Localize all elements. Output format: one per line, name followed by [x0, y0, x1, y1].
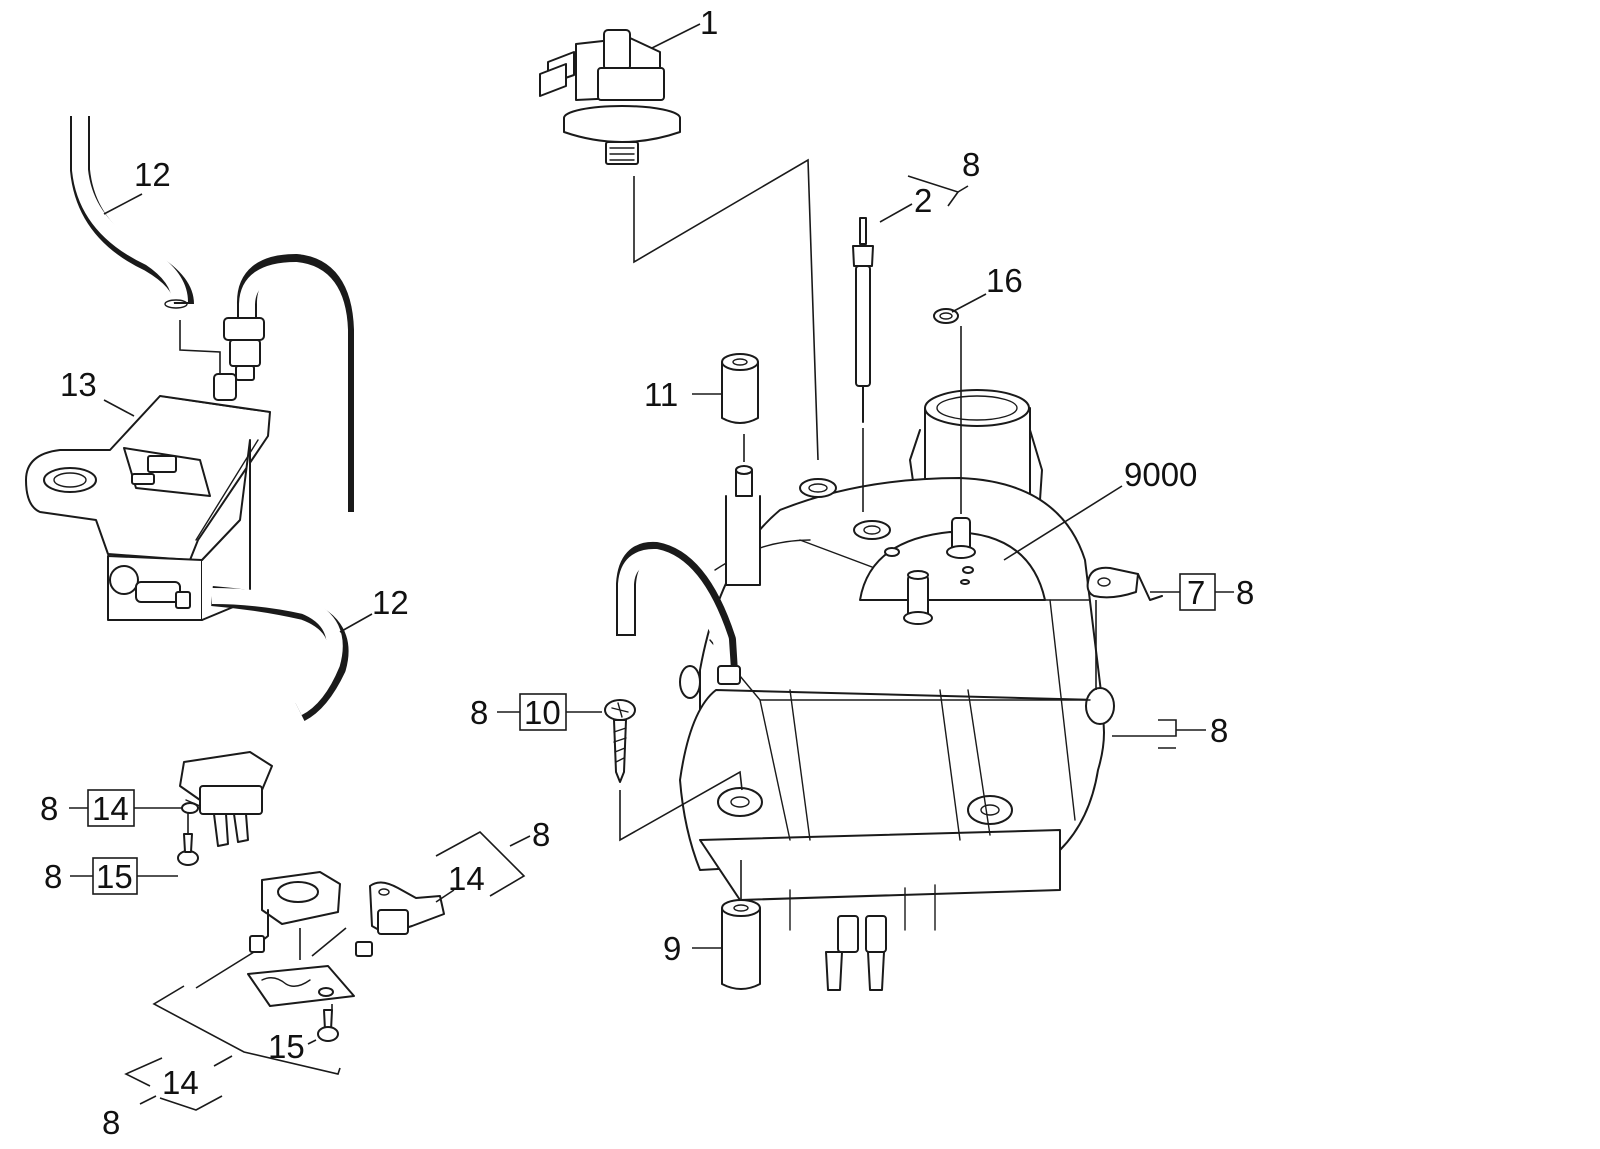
- screw-part-15-top: [177, 833, 199, 866]
- boiler-assembly-part-9000: [616, 389, 1115, 991]
- label-15-box: 15: [96, 858, 133, 895]
- thermostat-part-14-middle: [247, 871, 445, 1007]
- hose-part-12-bottom: [211, 586, 349, 721]
- label-7-ref: 8: [1236, 574, 1254, 611]
- screw-part-15-bottom: [317, 1009, 339, 1042]
- label-14-bottom: 14: [162, 1064, 199, 1101]
- level-probe-part-2: [852, 217, 874, 423]
- callout-labels: 1 8 2 16 11 9000 7 8 8 8 10 9 12 13 12 8…: [40, 4, 1254, 1141]
- label-14-mid: 14: [448, 860, 485, 897]
- label-12-top: 12: [134, 156, 171, 193]
- label-2-ref: 8: [962, 146, 980, 183]
- screw-part-10: [604, 699, 636, 783]
- label-14-mid-ref: 8: [532, 816, 550, 853]
- callout-boxes: [87, 573, 1216, 895]
- box-15: [92, 857, 138, 895]
- label-2: 2: [914, 182, 932, 219]
- label-14-bottom-ref: 8: [102, 1104, 120, 1141]
- bracket-part-7: [1086, 566, 1163, 601]
- label-7: 7: [1187, 574, 1205, 611]
- hose-part-12-top: [70, 116, 194, 309]
- label-9000: 9000: [1124, 456, 1197, 493]
- tube-with-connector: [213, 254, 354, 512]
- clip-part-16: [933, 308, 959, 324]
- box-10: [519, 693, 567, 731]
- label-9: 9: [663, 930, 681, 967]
- label-15-bottom: 15: [268, 1028, 305, 1065]
- label-15-box-ref: 8: [44, 858, 62, 895]
- label-11: 11: [644, 376, 678, 413]
- label-12-bottom: 12: [372, 584, 409, 621]
- label-cover-ref: 8: [1210, 712, 1228, 749]
- box-7: [1179, 573, 1216, 611]
- thermostat-part-14-top: [179, 751, 273, 847]
- sleeve-part-11: [721, 353, 759, 424]
- label-10: 10: [524, 694, 561, 731]
- sleeve-part-9: [721, 899, 761, 990]
- label-14-box: 14: [92, 790, 129, 827]
- valve-part-13: [25, 395, 271, 621]
- label-10-ref: 8: [470, 694, 488, 731]
- box-14: [87, 789, 135, 827]
- pressure-switch-part-1: [539, 29, 681, 165]
- leader-lines: [69, 23, 1234, 1111]
- label-16: 16: [986, 262, 1023, 299]
- label-14-box-ref: 8: [40, 790, 58, 827]
- label-13: 13: [60, 366, 97, 403]
- label-1: 1: [700, 4, 718, 41]
